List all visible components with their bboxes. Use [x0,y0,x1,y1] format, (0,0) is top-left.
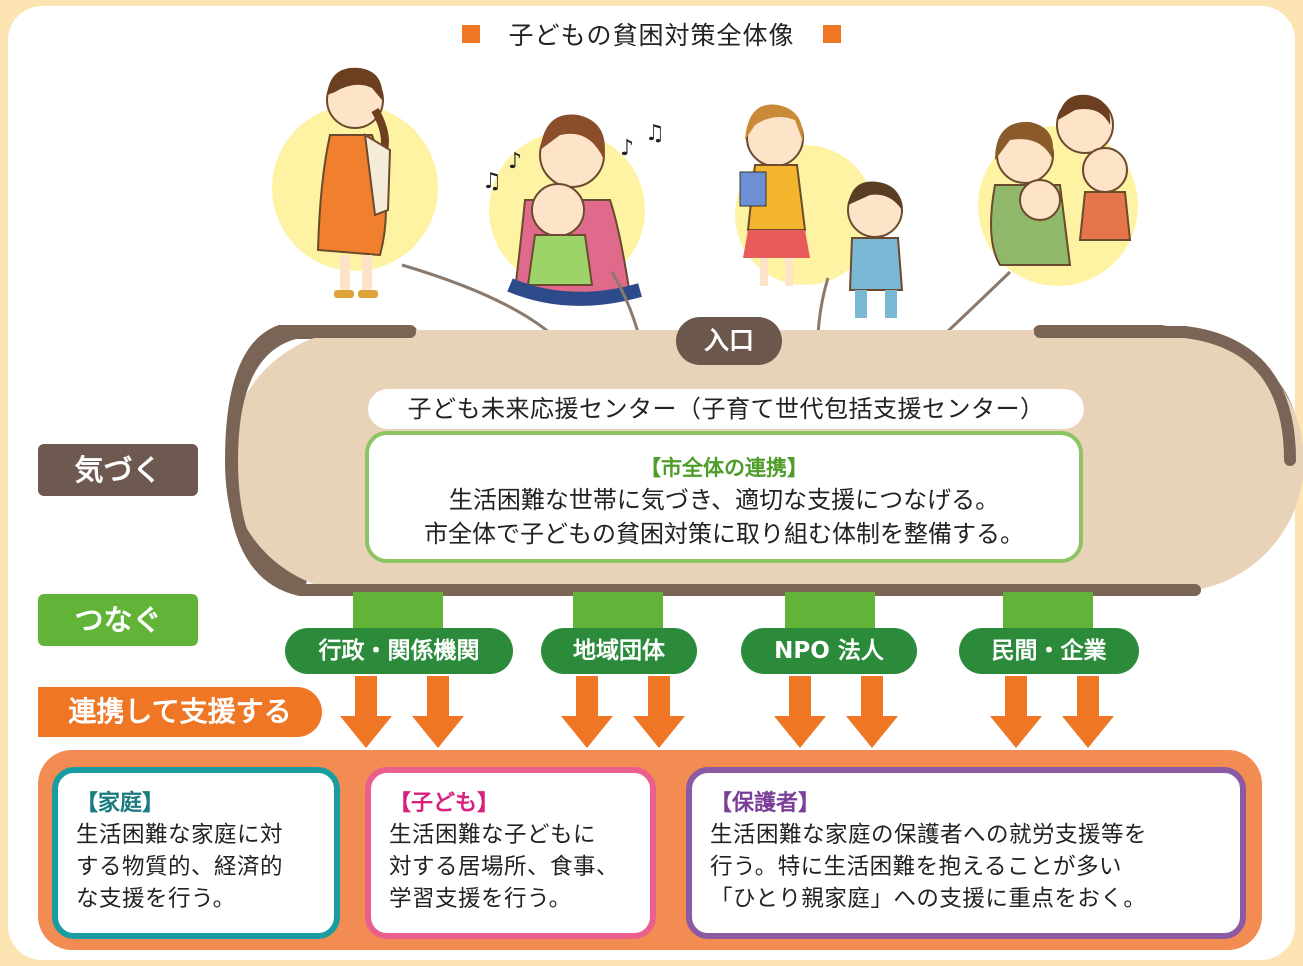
label-connect: つなぐ [38,594,198,646]
card-home-line-1: 生活困難な家庭に対 [76,822,284,848]
card-home-heading: 【家庭】 [76,791,165,816]
card-home: 【家庭】 生活困難な家庭に対 する物質的、経済的 な支援を行う。 [52,767,340,939]
svg-text:♫: ♫ [482,169,502,194]
title-square-left [462,25,481,43]
svg-text:♪: ♪ [508,149,522,174]
card-child-line-3: 学習支援を行う。 [389,886,572,912]
arrow-5 [774,676,826,748]
band-rim-bottom [225,326,1201,596]
card-child-line-2: 対する居場所、食事、 [389,854,620,880]
arrow-3 [561,676,613,748]
partner-private: 民間・企業 [959,628,1139,674]
family-figure [990,94,1132,266]
card-parent-line-2: 行う。特に生活困難を抱えることが多い [710,854,1122,880]
center-name: 子ども未来応援センター（子育て世代包括支援センター） [368,389,1084,429]
partner-community: 地域団体 [541,628,697,674]
card-child: 【子ども】 生活困難な子どもに 対する居場所、食事、 学習支援を行う。 [365,767,656,939]
arrow-2 [412,676,464,748]
arrow-8 [1062,676,1114,748]
label-aware: 気づく [38,444,198,496]
card-parent-heading: 【保護者】 [710,791,821,816]
partner-npo: NPO 法人 [741,628,917,674]
card-child-heading: 【子ども】 [389,791,500,816]
card-home-line-3: な支援を行う。 [76,886,236,912]
diagram-title: 子どもの貧困対策全体像 [0,16,1303,52]
svg-text:♪: ♪ [620,136,634,161]
partner-admin: 行政・関係機関 [285,628,513,674]
band-rim-top-right [1034,326,1296,466]
card-parent: 【保護者】 生活困難な家庭の保護者への就労支援等を 行う。特に生活困難を抱えるこ… [686,767,1246,939]
arrow-4 [633,676,685,748]
card-home-line-2: する物質的、経済的 [76,854,284,880]
city-cooperation-box: 【市全体の連携】 生活困難な世帯に気づき、適切な支援につなげる。 市全体で子ども… [365,431,1083,563]
card-parent-line-3: 「ひとり親家庭」への支援に重点をおく。 [710,886,1147,912]
arrow-1 [340,676,392,748]
entry-badge: 入口 [676,317,782,365]
title-square-right [822,25,841,43]
arrow-7 [990,676,1042,748]
children-figure [739,104,904,318]
label-support: 連携して支援する [38,687,322,737]
svg-text:♫: ♫ [645,121,665,146]
mother-baby-figure: ♫ ♪ ♪ ♫ [482,114,665,306]
card-parent-line-1: 生活困難な家庭の保護者への就労支援等を [710,822,1148,848]
pregnant-woman-figure [316,67,392,298]
cooperation-line-1: 生活困難な世帯に気づき、適切な支援につなげる。 [448,486,1000,514]
card-child-line-1: 生活困難な子どもに [389,822,597,848]
cooperation-line-2: 市全体で子どもの貧困対策に取り組む体制を整備する。 [424,520,1024,548]
cooperation-heading: 【市全体の連携】 [640,456,808,480]
arrow-6 [846,676,898,748]
